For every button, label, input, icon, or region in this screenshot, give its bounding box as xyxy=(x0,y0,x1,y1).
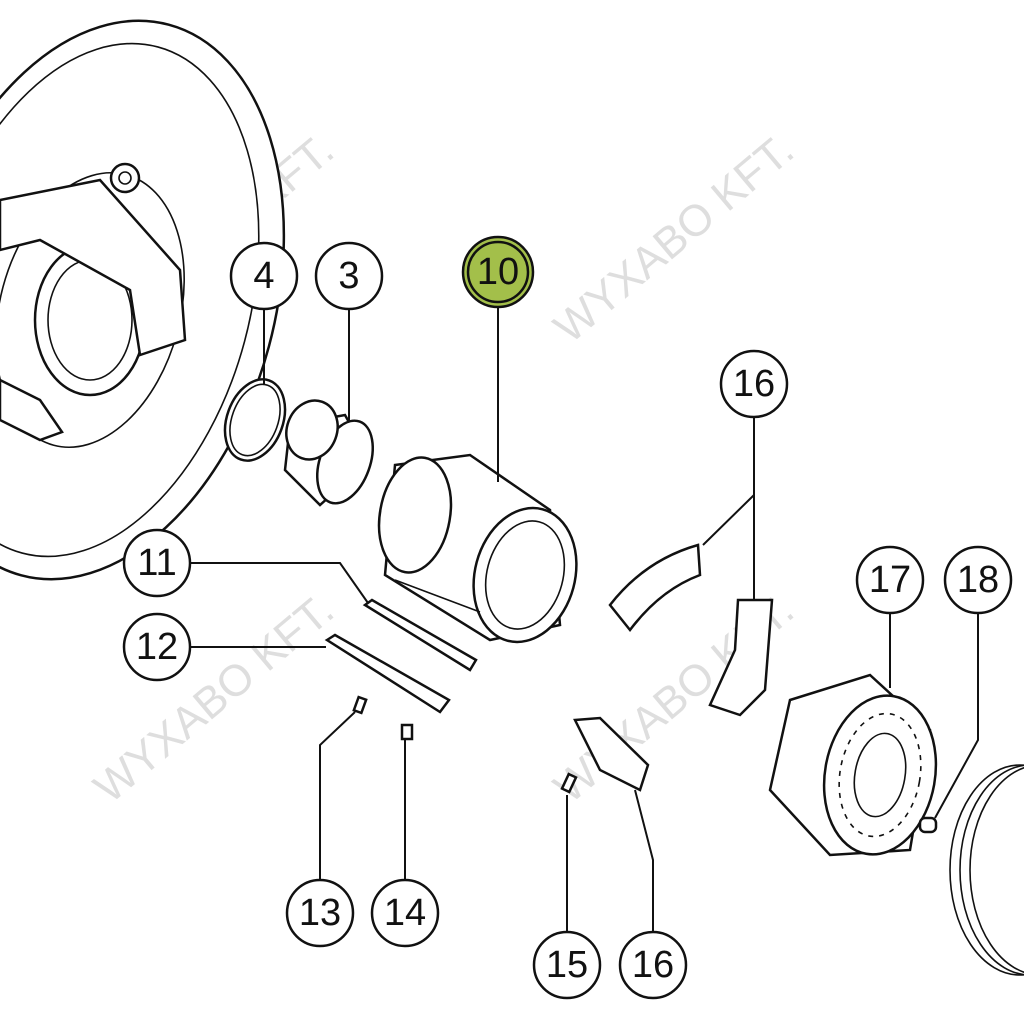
callout-label: 12 xyxy=(136,626,178,668)
leader-lines xyxy=(190,305,979,932)
callout-16-lower[interactable]: 16 xyxy=(618,930,688,1000)
callout-label: 16 xyxy=(733,363,775,405)
callout-label: 4 xyxy=(253,255,274,297)
callout-label: 14 xyxy=(384,892,426,934)
callout-14[interactable]: 14 xyxy=(370,878,440,948)
brake-shoe xyxy=(708,598,774,717)
screw xyxy=(400,723,414,741)
bushing xyxy=(283,399,374,507)
callout-10-highlighted[interactable]: 10 xyxy=(461,235,535,309)
brake-shoe xyxy=(608,543,702,633)
pin xyxy=(352,695,368,715)
sleeve xyxy=(377,453,578,644)
callout-12[interactable]: 12 xyxy=(122,612,192,682)
callout-label: 18 xyxy=(957,559,999,601)
callout-label: 15 xyxy=(546,944,588,986)
callout-4[interactable]: 4 xyxy=(229,241,299,311)
callout-15[interactable]: 15 xyxy=(532,930,602,1000)
callout-label: 3 xyxy=(338,255,359,297)
callout-label: 11 xyxy=(137,542,176,584)
roller-pin xyxy=(918,816,938,834)
callout-16[interactable]: 16 xyxy=(719,349,789,419)
roller-bearing xyxy=(768,673,938,857)
long-key xyxy=(324,633,451,714)
spring-coil xyxy=(949,764,1024,976)
key xyxy=(362,598,478,672)
callout-label: 13 xyxy=(299,892,341,934)
callout-11[interactable]: 11 xyxy=(122,528,192,598)
callout-label: 17 xyxy=(869,559,911,601)
callout-label: 10 xyxy=(477,251,519,293)
housing-plate xyxy=(0,19,286,581)
callout-18[interactable]: 18 xyxy=(943,545,1013,615)
pin xyxy=(560,772,578,794)
watermark: WYXABO KFT. xyxy=(545,125,803,353)
brake-shoe xyxy=(573,716,650,792)
callout-17[interactable]: 17 xyxy=(855,545,925,615)
callout-13[interactable]: 13 xyxy=(285,878,355,948)
watermark: WYXABO KFT. xyxy=(85,585,343,813)
callout-3[interactable]: 3 xyxy=(314,241,384,311)
callout-label: 16 xyxy=(632,944,674,986)
